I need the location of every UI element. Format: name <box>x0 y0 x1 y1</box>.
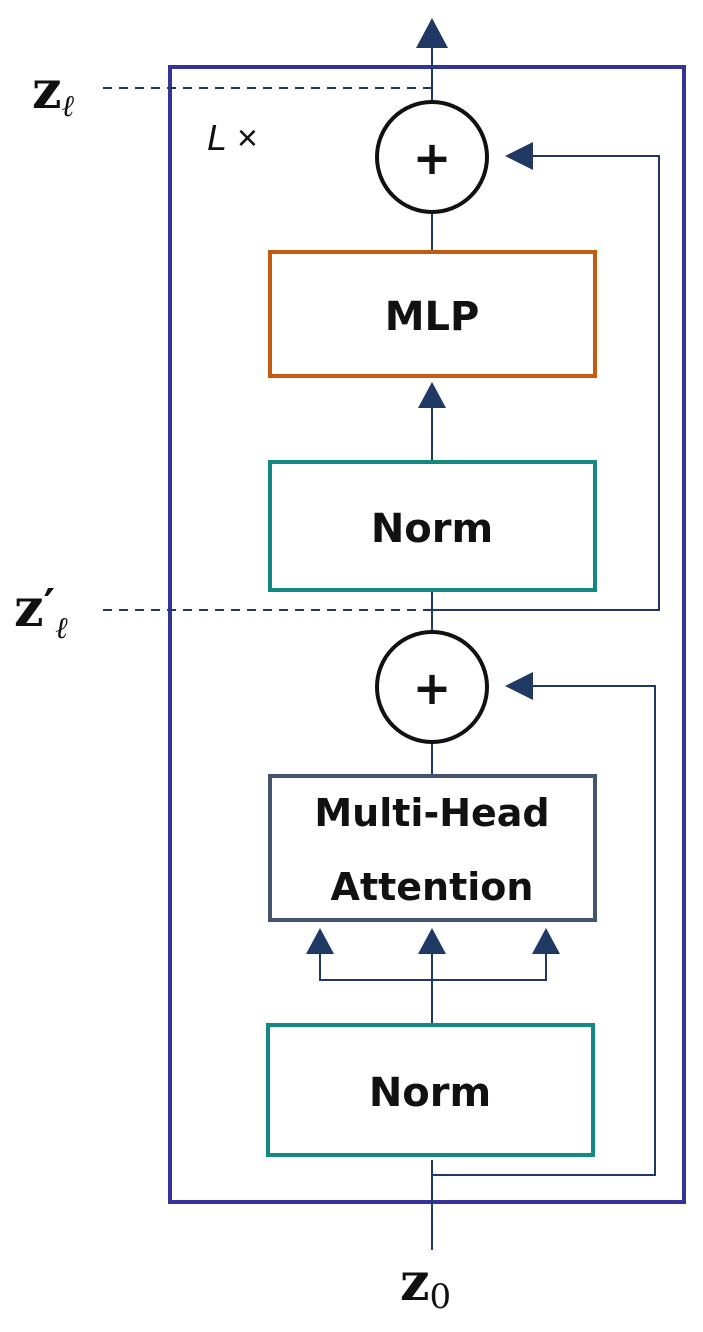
output-arrow-head <box>416 18 448 48</box>
add-operator-bottom <box>375 630 489 744</box>
attention-label-line2: Attention <box>331 865 534 909</box>
mlp-block <box>268 250 597 378</box>
norm-block-top <box>268 460 597 592</box>
add-top-symbol: + <box>413 131 452 185</box>
norm-block-bottom <box>266 1023 595 1157</box>
output-variable-label: zℓ <box>32 60 75 124</box>
repeat-count-label: L × <box>207 117 257 158</box>
input-variable-label: z0 <box>400 1252 451 1317</box>
norm-to-mlp-arrow-head <box>418 382 446 408</box>
encoder-block-frame <box>168 65 686 1204</box>
norm-top-label: Norm <box>371 506 493 552</box>
residual-mlp-arrow-head <box>505 142 533 170</box>
qkv-fanout-line <box>319 950 547 981</box>
residual-connection-attention <box>432 685 656 1176</box>
mlp-label: MLP <box>385 294 480 340</box>
attention-label-line1: Multi-Head <box>314 791 549 835</box>
query-arrow-head <box>306 928 334 954</box>
residual-attention-arrow-head <box>505 672 533 700</box>
add-operator-top <box>375 100 489 214</box>
norm-bottom-label: Norm <box>369 1070 491 1116</box>
add-bottom-symbol: + <box>413 661 452 715</box>
attention-block <box>268 774 597 922</box>
value-arrow-head <box>532 928 560 954</box>
mid-variable-label: z′ℓ <box>14 578 68 646</box>
key-arrow-head <box>418 928 446 954</box>
residual-connection-mlp <box>432 155 660 611</box>
